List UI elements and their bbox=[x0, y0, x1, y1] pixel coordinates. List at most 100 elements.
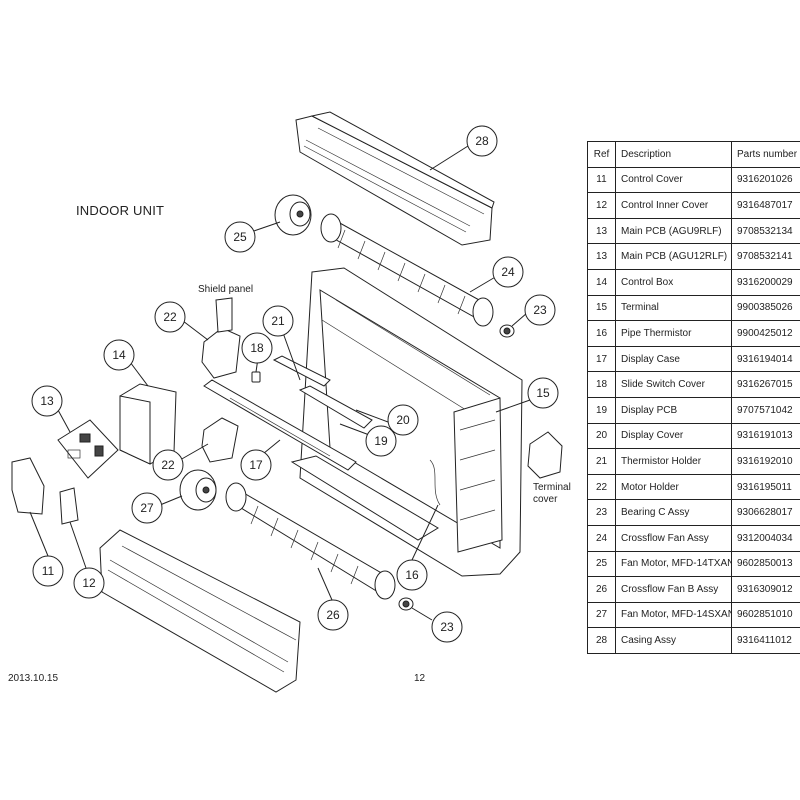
callout-22-top: 22 bbox=[154, 301, 186, 333]
cell-part-number: 9316192010 bbox=[731, 448, 800, 475]
cell-description: Control Inner Cover bbox=[615, 192, 732, 219]
cell-description: Control Box bbox=[615, 268, 732, 296]
cell-ref: 14 bbox=[587, 268, 616, 296]
callout-14: 14 bbox=[103, 339, 135, 371]
table-header-row: Ref Description Parts number bbox=[587, 141, 800, 168]
leader-lines bbox=[29, 145, 531, 621]
callout-20: 20 bbox=[387, 404, 419, 436]
svg-text:15: 15 bbox=[536, 386, 550, 400]
control-inner-cover-part bbox=[59, 487, 79, 525]
footer-date: 2013.10.15 bbox=[8, 673, 59, 684]
terminal-cover-label-line2: cover bbox=[533, 494, 558, 505]
cell-ref: 28 bbox=[587, 627, 616, 654]
column-header-part-number: Parts number bbox=[731, 141, 800, 168]
svg-text:26: 26 bbox=[326, 608, 340, 622]
svg-text:13: 13 bbox=[40, 394, 54, 408]
callout-23-bottom: 23 bbox=[431, 611, 463, 643]
cell-description: Fan Motor, MFD-14SXAN bbox=[615, 601, 732, 629]
svg-text:23: 23 bbox=[533, 303, 547, 317]
cell-description: Slide Switch Cover bbox=[615, 371, 732, 398]
cell-ref: 16 bbox=[587, 320, 616, 347]
casing-assy-part bbox=[295, 111, 495, 246]
page-number: 12 bbox=[414, 673, 426, 684]
bearing-top-part bbox=[499, 324, 515, 338]
cell-part-number: 9707571042 bbox=[731, 396, 800, 424]
pipe-thermistor-part bbox=[429, 459, 441, 506]
cell-part-number: 9306628017 bbox=[731, 499, 800, 526]
cell-ref: 27 bbox=[587, 601, 616, 629]
motor-holder-bottom-part bbox=[201, 417, 239, 463]
cell-description: Display Case bbox=[615, 345, 732, 373]
svg-text:17: 17 bbox=[249, 458, 263, 472]
terminal-cover-label: Terminal cover bbox=[533, 482, 571, 506]
cell-ref: 12 bbox=[587, 192, 616, 219]
svg-text:20: 20 bbox=[396, 413, 410, 427]
column-header-description: Description bbox=[615, 141, 732, 168]
svg-text:19: 19 bbox=[374, 434, 388, 448]
terminal-cover-part bbox=[527, 431, 563, 479]
svg-text:22: 22 bbox=[163, 310, 177, 324]
shield-panel-label: Shield panel bbox=[198, 284, 254, 295]
cell-part-number: 9316487017 bbox=[731, 192, 800, 219]
cell-part-number: 9316200029 bbox=[731, 268, 800, 296]
cell-ref: 18 bbox=[587, 371, 616, 398]
cell-ref: 26 bbox=[587, 576, 616, 603]
cell-ref: 21 bbox=[587, 448, 616, 475]
callout-28: 28 bbox=[466, 125, 498, 157]
crossflow-fan-top-part bbox=[320, 213, 494, 327]
thermistor-holder-part bbox=[272, 355, 331, 387]
cell-description: Motor Holder bbox=[615, 473, 732, 501]
motor-holder-top-part bbox=[201, 297, 241, 379]
display-pcb-part bbox=[298, 385, 373, 429]
cell-description: Display PCB bbox=[615, 396, 732, 424]
svg-text:23: 23 bbox=[440, 620, 454, 634]
fan-motor-bottom-part bbox=[179, 469, 217, 511]
svg-text:21: 21 bbox=[271, 314, 285, 328]
svg-text:25: 25 bbox=[233, 230, 247, 244]
svg-text:22: 22 bbox=[161, 458, 175, 472]
cell-ref: 15 bbox=[587, 294, 616, 322]
cell-description: Fan Motor, MFD-14TXAN bbox=[615, 550, 732, 578]
callout-19: 19 bbox=[365, 425, 397, 457]
callout-24: 24 bbox=[492, 256, 524, 288]
cell-part-number: 9602850013 bbox=[731, 550, 800, 578]
cell-description: Main PCB (AGU9RLF) bbox=[615, 217, 732, 245]
cell-part-number: 9602851010 bbox=[731, 601, 800, 629]
cell-part-number: 9316191013 bbox=[731, 422, 800, 450]
cell-description: Pipe Thermistor bbox=[615, 320, 732, 347]
fan-motor-top-part bbox=[274, 194, 312, 236]
cell-part-number: 9316309012 bbox=[731, 576, 800, 603]
cell-description: Crossflow Fan Assy bbox=[615, 524, 732, 552]
callout-26: 26 bbox=[317, 599, 349, 631]
callout-13: 13 bbox=[31, 385, 63, 417]
cell-part-number: 9316194014 bbox=[731, 345, 800, 373]
terminal-cover-label-line1: Terminal bbox=[533, 482, 571, 493]
cell-ref: 13 bbox=[587, 217, 616, 245]
cell-description: Main PCB (AGU12RLF) bbox=[615, 243, 732, 270]
svg-text:12: 12 bbox=[82, 576, 96, 590]
svg-text:27: 27 bbox=[140, 501, 154, 515]
svg-text:28: 28 bbox=[475, 134, 489, 148]
svg-text:11: 11 bbox=[42, 564, 55, 578]
callout-12: 12 bbox=[73, 567, 105, 599]
cell-ref: 25 bbox=[587, 550, 616, 578]
callout-22-bottom: 22 bbox=[152, 449, 184, 481]
